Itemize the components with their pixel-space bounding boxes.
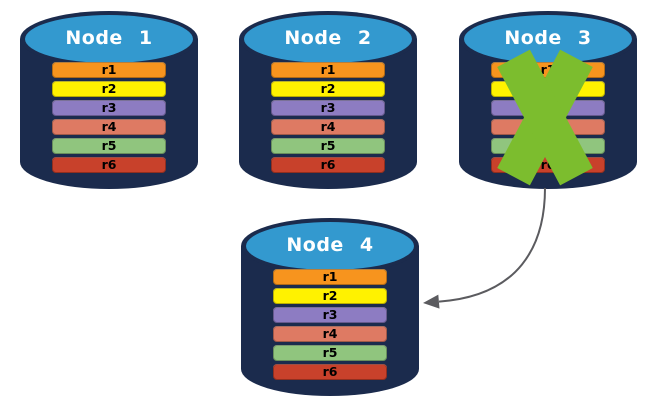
node-title: Node 2 (284, 27, 372, 49)
failover-arrow (423, 187, 546, 309)
replica-row-r5: r5 (52, 138, 166, 154)
replica-row-r5: r5 (273, 345, 387, 361)
node-title: Node 4 (286, 234, 374, 256)
replica-row-r2: r2 (271, 81, 385, 97)
node-3: Node 3 r1 r2 r3 r4 r5 r6 (459, 6, 637, 190)
replica-row-r1: r1 (52, 62, 166, 78)
replica-row-r6: r6 (52, 157, 166, 173)
node-1: Node 1 r1 r2 r3 r4 r5 r6 (20, 6, 198, 190)
replica-row-r6: r6 (271, 157, 385, 173)
replica-row-r4: r4 (273, 326, 387, 342)
replica-row-r2: r2 (52, 81, 166, 97)
replica-row-r3: r3 (273, 307, 387, 323)
replica-row-r4: r4 (271, 119, 385, 135)
replica-row-r1: r1 (273, 269, 387, 285)
node-title: Node 1 (65, 27, 153, 49)
replica-row-r1: r1 (271, 62, 385, 78)
replica-row-r4: r4 (52, 119, 166, 135)
replica-row-r6: r6 (273, 364, 387, 380)
replica-row-r3: r3 (52, 100, 166, 116)
replica-row-r3: r3 (271, 100, 385, 116)
replica-row-r5: r5 (271, 138, 385, 154)
replica-row-r2: r2 (273, 288, 387, 304)
node-2: Node 2 r1 r2 r3 r4 r5 r6 (239, 6, 417, 190)
failure-x-icon (497, 49, 593, 186)
node-4: Node 4 r1 r2 r3 r4 r5 r6 (241, 213, 419, 397)
node-title: Node 3 (504, 27, 592, 49)
